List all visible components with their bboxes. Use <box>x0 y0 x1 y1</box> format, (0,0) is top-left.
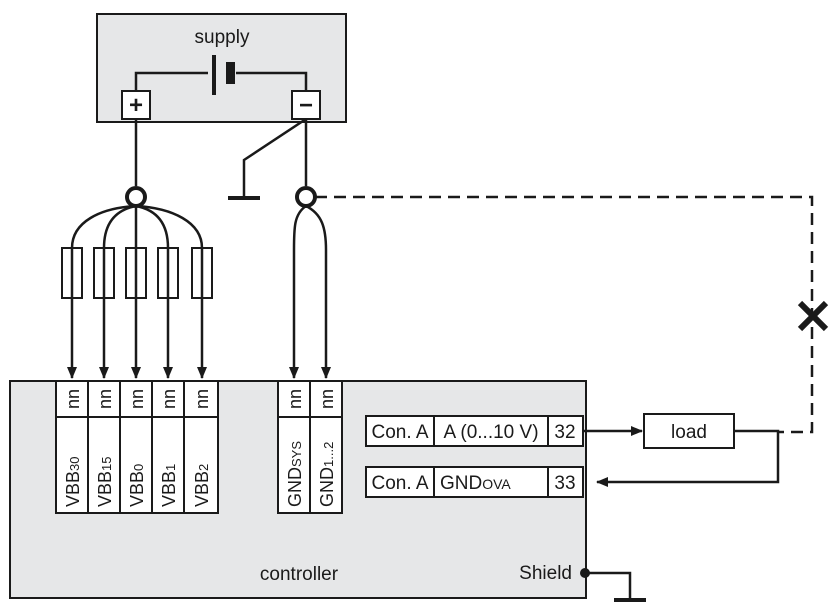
shield-ground <box>580 568 646 602</box>
terminal-gnd12: GND1...2 <box>317 442 337 507</box>
battery-plate-short <box>226 62 235 84</box>
shield-label: Shield <box>519 563 572 584</box>
supply-plus-terminal <box>121 90 151 120</box>
terminal-vbb30: VBB30 <box>63 457 83 508</box>
nn-label-gndsys: nn <box>285 389 305 409</box>
controller-label: controller <box>260 564 339 585</box>
nn-label-gnd12: nn <box>317 389 337 409</box>
load-label: load <box>671 422 707 443</box>
nn-label-vbb0: nn <box>127 389 147 409</box>
analog-output-label: A (0...10 V) <box>443 422 538 443</box>
terminal-vbb15: VBB15 <box>95 457 115 508</box>
terminal-vbb1: VBB1 <box>159 464 179 507</box>
gnd-ova-label: GNDOVA <box>440 473 511 494</box>
connector-a-label: Con. A <box>371 422 428 443</box>
negative-distribution <box>228 117 829 434</box>
connector-row-32: Con. A A (0...10 V) 32 <box>365 415 584 447</box>
terminal-gndsys: GNDSYS <box>285 441 305 507</box>
nn-label-vbb30: nn <box>63 389 83 409</box>
nn-label-vbb15: nn <box>95 389 115 409</box>
supply-box: supply + − <box>96 13 347 123</box>
terminal-vbb2: VBB2 <box>192 464 212 507</box>
pin-33-label: 33 <box>554 473 575 494</box>
plus-icon: + <box>129 92 143 119</box>
nn-label-vbb1: nn <box>159 389 179 409</box>
pin-32-label: 32 <box>554 422 575 443</box>
terminal-vbb0: VBB0 <box>127 464 147 507</box>
nn-label-vbb2: nn <box>192 389 212 409</box>
connector-b-label: Con. A <box>371 473 428 494</box>
positive-distribution <box>61 119 213 379</box>
connector-row-33: Con. A GNDOVA 33 <box>365 466 584 498</box>
load-circuit: load <box>583 413 780 487</box>
supply-label: supply <box>195 27 250 48</box>
vbb-terminal-block <box>55 380 219 514</box>
minus-icon: − <box>299 92 313 119</box>
positive-junction-node <box>125 186 147 208</box>
negative-junction-node <box>295 186 317 208</box>
break-cross-icon <box>797 300 829 332</box>
gnd-terminal-block <box>277 380 343 514</box>
